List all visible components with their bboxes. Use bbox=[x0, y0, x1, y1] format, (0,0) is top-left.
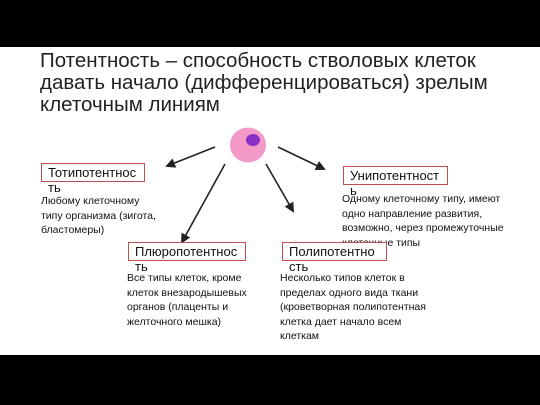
totipotency-box: Тотипотентность bbox=[41, 163, 145, 194]
pluripotency-label: Плюропотентность bbox=[135, 244, 238, 274]
multipotency-label: Полипотентность bbox=[289, 244, 375, 274]
totipotency-label: Тотипотентность bbox=[48, 165, 137, 195]
multipotency-box: Полипотентность bbox=[282, 242, 387, 273]
arrow-to-multipotency bbox=[265, 163, 294, 213]
pluripotency-description: Все типы клеток, кроме клеток внезародыш… bbox=[127, 272, 247, 328]
arrows bbox=[165, 146, 326, 244]
unipotency-label: Унипотентность bbox=[350, 168, 440, 198]
arrow-to-pluripotency bbox=[181, 163, 226, 244]
slide: Потентность – способность стволовых клет… bbox=[0, 47, 540, 355]
pluripotency-box: Плюропотентность bbox=[128, 242, 246, 273]
multipotency-description: Несколько типов клеток в пределах одного… bbox=[280, 272, 426, 342]
totipotency-description: Любому клеточному типу организма (зигота… bbox=[41, 195, 156, 236]
stem-cell-icon bbox=[229, 126, 267, 164]
arrow-to-totipotency bbox=[165, 146, 216, 168]
arrow-to-unipotency bbox=[277, 146, 326, 171]
unipotency-box: Унипотентность bbox=[343, 166, 448, 197]
slide-title: Потентность – способность стволовых клет… bbox=[40, 49, 488, 116]
unipotency-description: Одному клеточному типу, имеют одно напра… bbox=[342, 193, 504, 249]
